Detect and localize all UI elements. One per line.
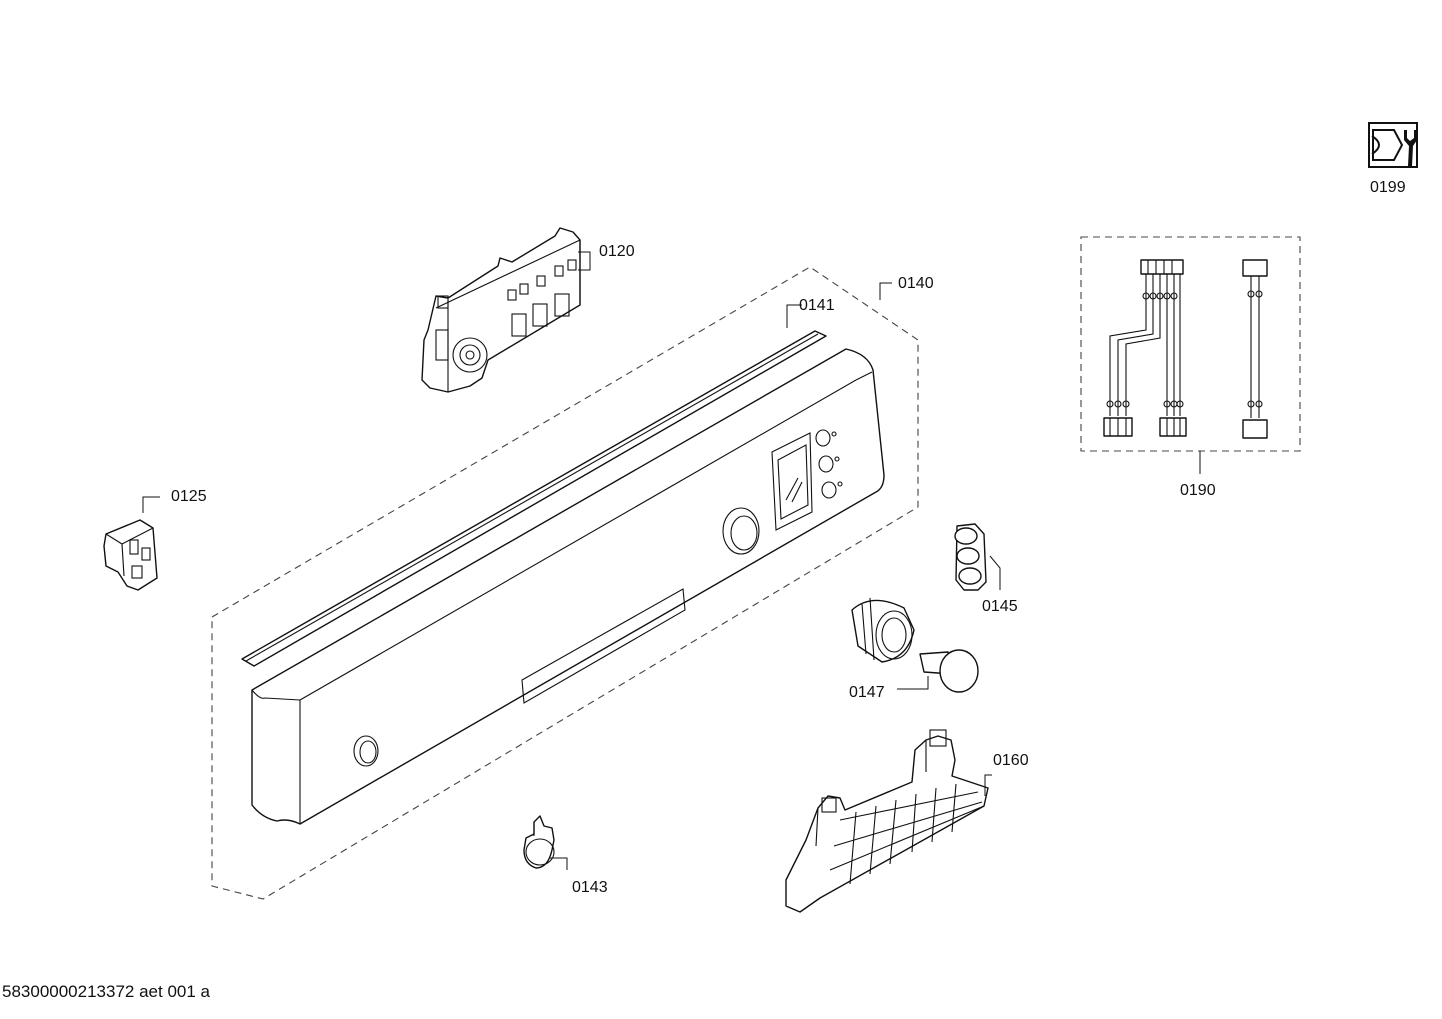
assembly-0190-dashed-boundary [1080,236,1301,452]
label-0143: 0143 [572,879,608,896]
leader-lines [142,251,1201,870]
part-0141-strip [241,330,827,667]
part-0199-wrench-icon [1368,122,1418,168]
part-0190-cable-harness [1103,259,1268,439]
label-0140: 0140 [898,275,934,292]
part-0147-knob [851,597,979,693]
part-0125-clip [103,519,158,591]
label-0141: 0141 [799,297,835,314]
label-0160: 0160 [993,752,1029,769]
label-0145: 0145 [982,598,1018,615]
part-0143-small-knob [523,815,555,869]
label-0125: 0125 [171,488,207,505]
part-0140-control-panel [251,348,885,825]
part-0120-electronic-module [421,227,581,393]
label-0190: 0190 [1180,482,1216,499]
label-0147: 0147 [849,684,885,701]
part-0160-bracket [785,729,989,913]
label-0120: 0120 [599,243,635,260]
assembly-0140-dashed-boundary [211,266,919,900]
label-0199: 0199 [1370,179,1406,196]
drawing-reference-code: 58300000213372 aet 001 a [2,982,210,1001]
part-0145-button-set [954,523,987,591]
